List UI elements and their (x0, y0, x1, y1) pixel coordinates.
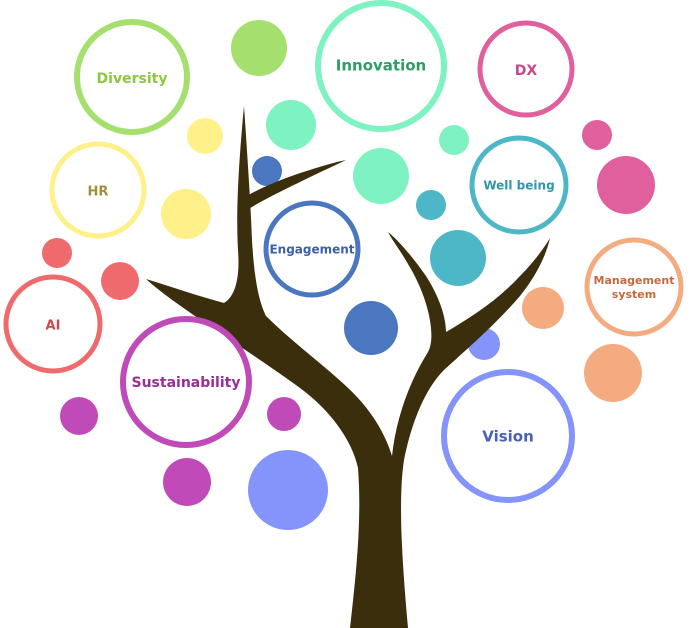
node-innovation-label: Innovation (336, 57, 426, 75)
node-hr-label: HR (88, 185, 109, 200)
dot-pink (582, 120, 612, 150)
dot-green (231, 20, 287, 76)
trunk-main (146, 106, 550, 628)
dot-yellow (187, 118, 223, 154)
concept-nodes: Diversity Innovation DX HR Engagement We (3, 0, 684, 503)
node-vision: Vision (441, 369, 575, 503)
node-ai-label: AI (46, 319, 61, 334)
node-sustainability: Sustainability (120, 316, 252, 448)
node-vision-label: Vision (482, 428, 534, 446)
node-management-label-line2: system (612, 288, 656, 301)
dot-coral (101, 262, 139, 300)
dot-yellow (161, 189, 211, 239)
node-engagement: Engagement (263, 200, 361, 298)
dot-blue (252, 156, 282, 186)
dot-mint (439, 125, 469, 155)
node-sustainability-label: Sustainability (132, 375, 241, 391)
dot-mint (353, 148, 409, 204)
node-hr: HR (49, 141, 147, 239)
node-wellbeing: Well being (469, 135, 569, 235)
node-diversity: Diversity (74, 19, 190, 135)
dot-teal (430, 230, 486, 286)
dot-peach (522, 287, 564, 329)
node-dx: DX (477, 20, 575, 118)
dot-magenta (267, 397, 301, 431)
node-dx-label: DX (515, 63, 538, 79)
tree-trunk (146, 106, 550, 628)
dot-magenta (60, 397, 98, 435)
dot-peach (584, 344, 642, 402)
node-wellbeing-label: Well being (483, 179, 554, 193)
dot-blue (344, 301, 398, 355)
node-ai: AI (3, 274, 103, 374)
dot-periwinkle (248, 450, 328, 530)
dot-pink (597, 156, 655, 214)
node-management-label-line1: Management (594, 274, 675, 287)
dot-teal (416, 190, 446, 220)
branch-upper (240, 160, 346, 212)
dot-magenta (163, 458, 211, 506)
node-management-system: Management system (584, 237, 684, 337)
dot-coral (42, 238, 72, 268)
decorative-dots (42, 20, 655, 530)
dot-mint (266, 100, 316, 150)
node-diversity-label: Diversity (97, 71, 168, 87)
node-innovation: Innovation (315, 0, 447, 132)
node-engagement-label: Engagement (269, 243, 354, 257)
